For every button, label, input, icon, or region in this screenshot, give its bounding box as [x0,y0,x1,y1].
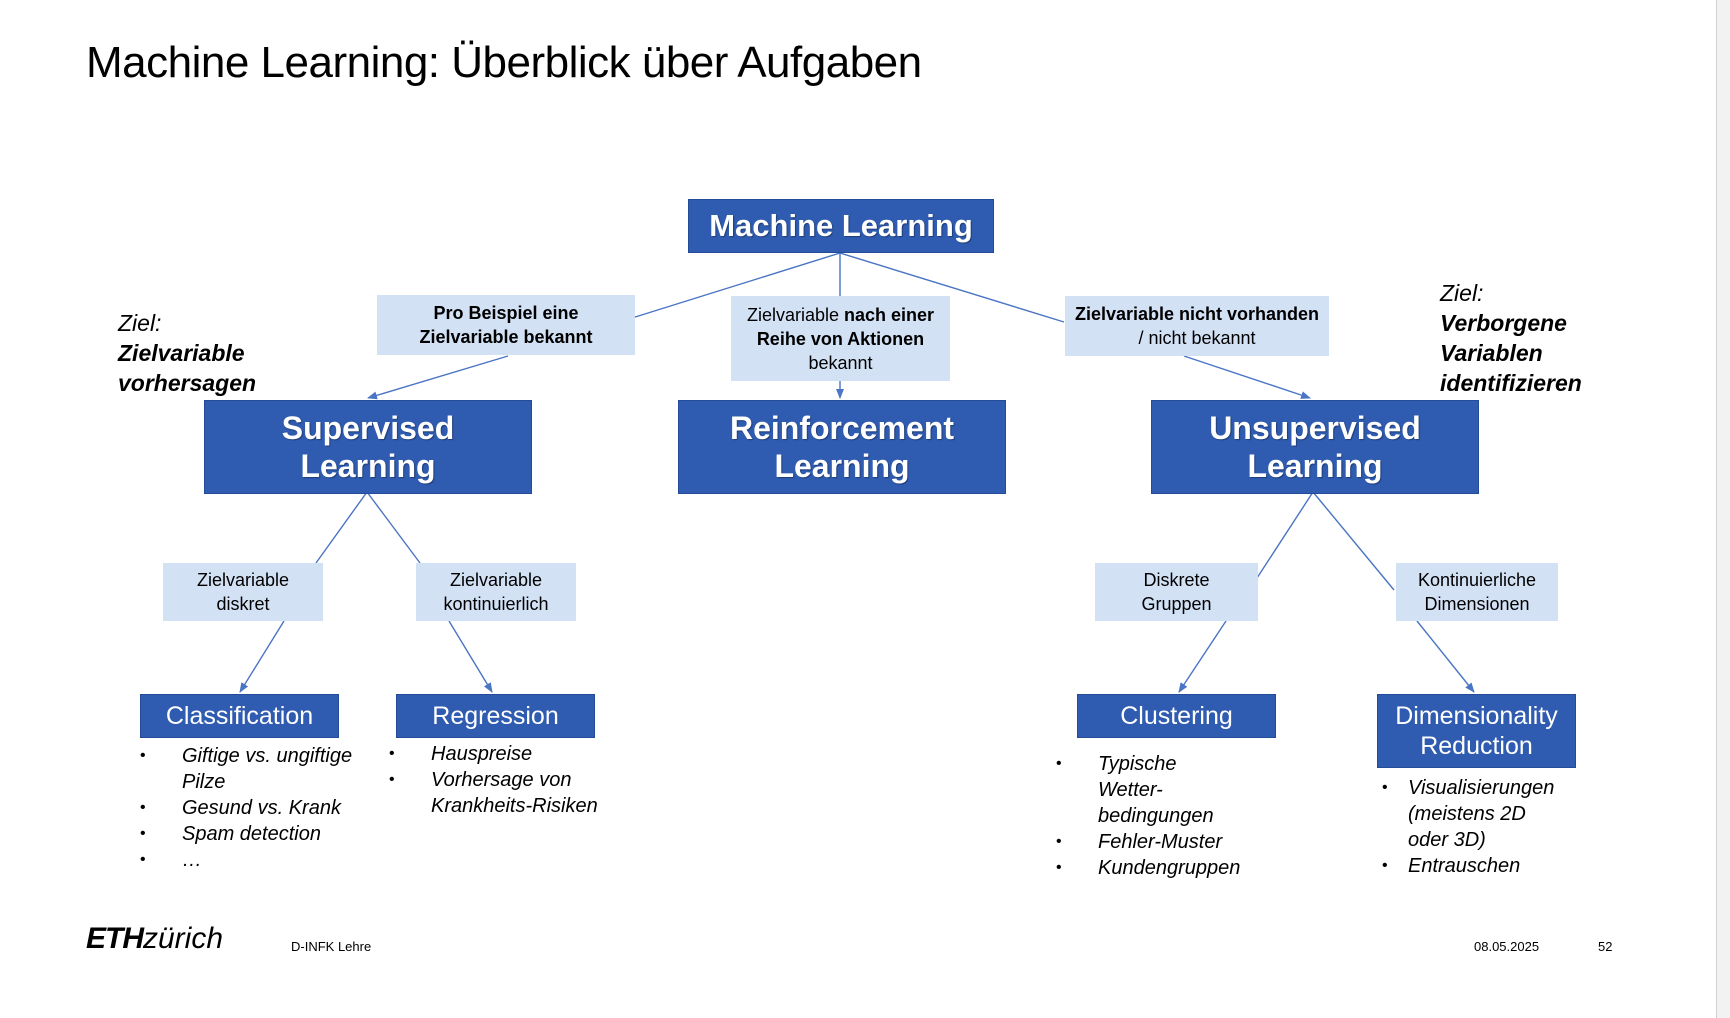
edge-label-supervised: Pro Beispiel eine Zielvariable bekannt [377,295,635,355]
edge-label-reinforcement-text: Zielvariable nach einer Reihe von Aktion… [746,303,936,375]
unsupervised-learning-label: Unsupervised Learning [1209,410,1421,484]
line-root-to-supervised-label [631,252,841,319]
list-item: Fehler-Muster [1056,829,1276,855]
root-node-label: Machine Learning [709,208,973,243]
sub-label-dims-text: Kontinuierliche Dimensionen [1417,570,1537,614]
goal-right: Ziel: Verborgene Variablen identifiziere… [1440,278,1610,398]
edge-label-unsupervised-text: Zielvariable nicht vorhanden / nicht bek… [1072,302,1322,350]
reinforcement-learning-label: Reinforcement Learning [729,410,955,484]
dimred-examples: Visualisierungen (meistens 2D oder 3D) E… [1382,775,1582,879]
edge-label-reinforcement-bold: nach einer Reihe von Aktionen [756,304,935,349]
list-item: Spam detection [140,821,360,847]
sub-label-continuous: Zielvariable kontinuierlich [416,563,576,621]
footer-dept: D-INFK Lehre [291,939,372,954]
goal-left-text: Zielvariable vorhersagen [118,340,257,396]
sub-label-discrete-text: Zielvariable diskret [196,570,290,614]
arrow-to-regression [448,620,493,693]
list-item: Entrauschen [1382,853,1582,879]
dimred-label: Dimensionality Reduction [1395,702,1558,760]
edge-label-reinforcement-post: bekannt [808,352,873,373]
eth-logo: ETHzürich [86,922,223,956]
edge-label-unsupervised-post: / nicht bekannt [1138,328,1256,348]
supervised-learning-node: Supervised Learning [204,400,532,494]
line-supervised-continuous [366,491,421,564]
slide-title: Machine Learning: Überblick über Aufgabe… [86,38,922,87]
edge-label-unsupervised-bold: Zielvariable nicht vorhanden [1074,304,1320,324]
supervised-learning-label: Supervised Learning [281,410,455,484]
regression-node: Regression [396,694,595,738]
arrow-to-supervised [367,355,509,400]
goal-left: Ziel: Zielvariable vorhersagen [118,308,278,398]
reinforcement-learning-node: Reinforcement Learning [678,400,1006,494]
eth-logo-zurich: zürich [143,922,224,955]
classification-examples: Giftige vs. ungiftige Pilze Gesund vs. K… [140,743,360,873]
clustering-node: Clustering [1077,694,1276,738]
edge-label-unsupervised: Zielvariable nicht vorhanden / nicht bek… [1065,296,1329,356]
classification-label: Classification [165,702,314,730]
root-node: Machine Learning [688,199,994,253]
sub-label-discrete: Zielvariable diskret [163,563,323,621]
scrollbar[interactable] [1716,0,1730,1018]
list-item: … [140,847,360,873]
dimred-node: Dimensionality Reduction [1377,694,1576,768]
line-unsupervised-dims [1312,491,1395,591]
edge-label-reinforcement-pre: Zielvariable [746,304,844,325]
sub-label-groups-text: Diskrete Gruppen [1141,570,1212,614]
arrow-to-unsupervised [1183,355,1311,399]
clustering-label: Clustering [1120,702,1233,730]
list-item: Giftige vs. ungiftige Pilze [140,743,360,795]
edge-label-supervised-text: Pro Beispiel eine Zielvariable bekannt [419,303,593,347]
regression-label: Regression [432,702,559,730]
arrow-to-dimred [1416,620,1475,693]
clustering-examples: Typische Wetter-bedingungen Fehler-Muste… [1056,751,1276,881]
goal-left-prefix: Ziel: [118,310,162,336]
eth-logo-eth: ETH [86,922,144,955]
line-root-to-unsupervised-label [839,252,1065,323]
unsupervised-learning-node: Unsupervised Learning [1151,400,1479,494]
arrow-to-classification [239,620,285,693]
list-item: Typische Wetter-bedingungen [1056,751,1228,829]
list-item: Vorhersage von Krankheits-Risiken [389,767,609,819]
list-item: Visualisierungen (meistens 2D oder 3D) [1382,775,1558,853]
goal-right-text: Verborgene Variablen identifizieren [1440,310,1582,396]
footer-page-number: 52 [1598,939,1613,954]
line-unsupervised-groups [1256,491,1314,579]
footer-date: 08.05.2025 [1474,939,1540,954]
list-item: Gesund vs. Krank [140,795,360,821]
sub-label-dims: Kontinuierliche Dimensionen [1396,563,1558,621]
list-item: Kundengruppen [1056,855,1276,881]
arrow-to-clustering [1178,620,1227,693]
regression-examples: Hauspreise Vorhersage von Krankheits-Ris… [389,741,609,819]
sub-label-groups: Diskrete Gruppen [1095,563,1258,621]
line-supervised-discrete [315,491,368,564]
edge-label-reinforcement: Zielvariable nach einer Reihe von Aktion… [731,296,950,381]
goal-right-prefix: Ziel: [1440,280,1484,306]
list-item: Hauspreise [389,741,609,767]
classification-node: Classification [140,694,339,738]
sub-label-continuous-text: Zielvariable kontinuierlich [443,570,549,614]
